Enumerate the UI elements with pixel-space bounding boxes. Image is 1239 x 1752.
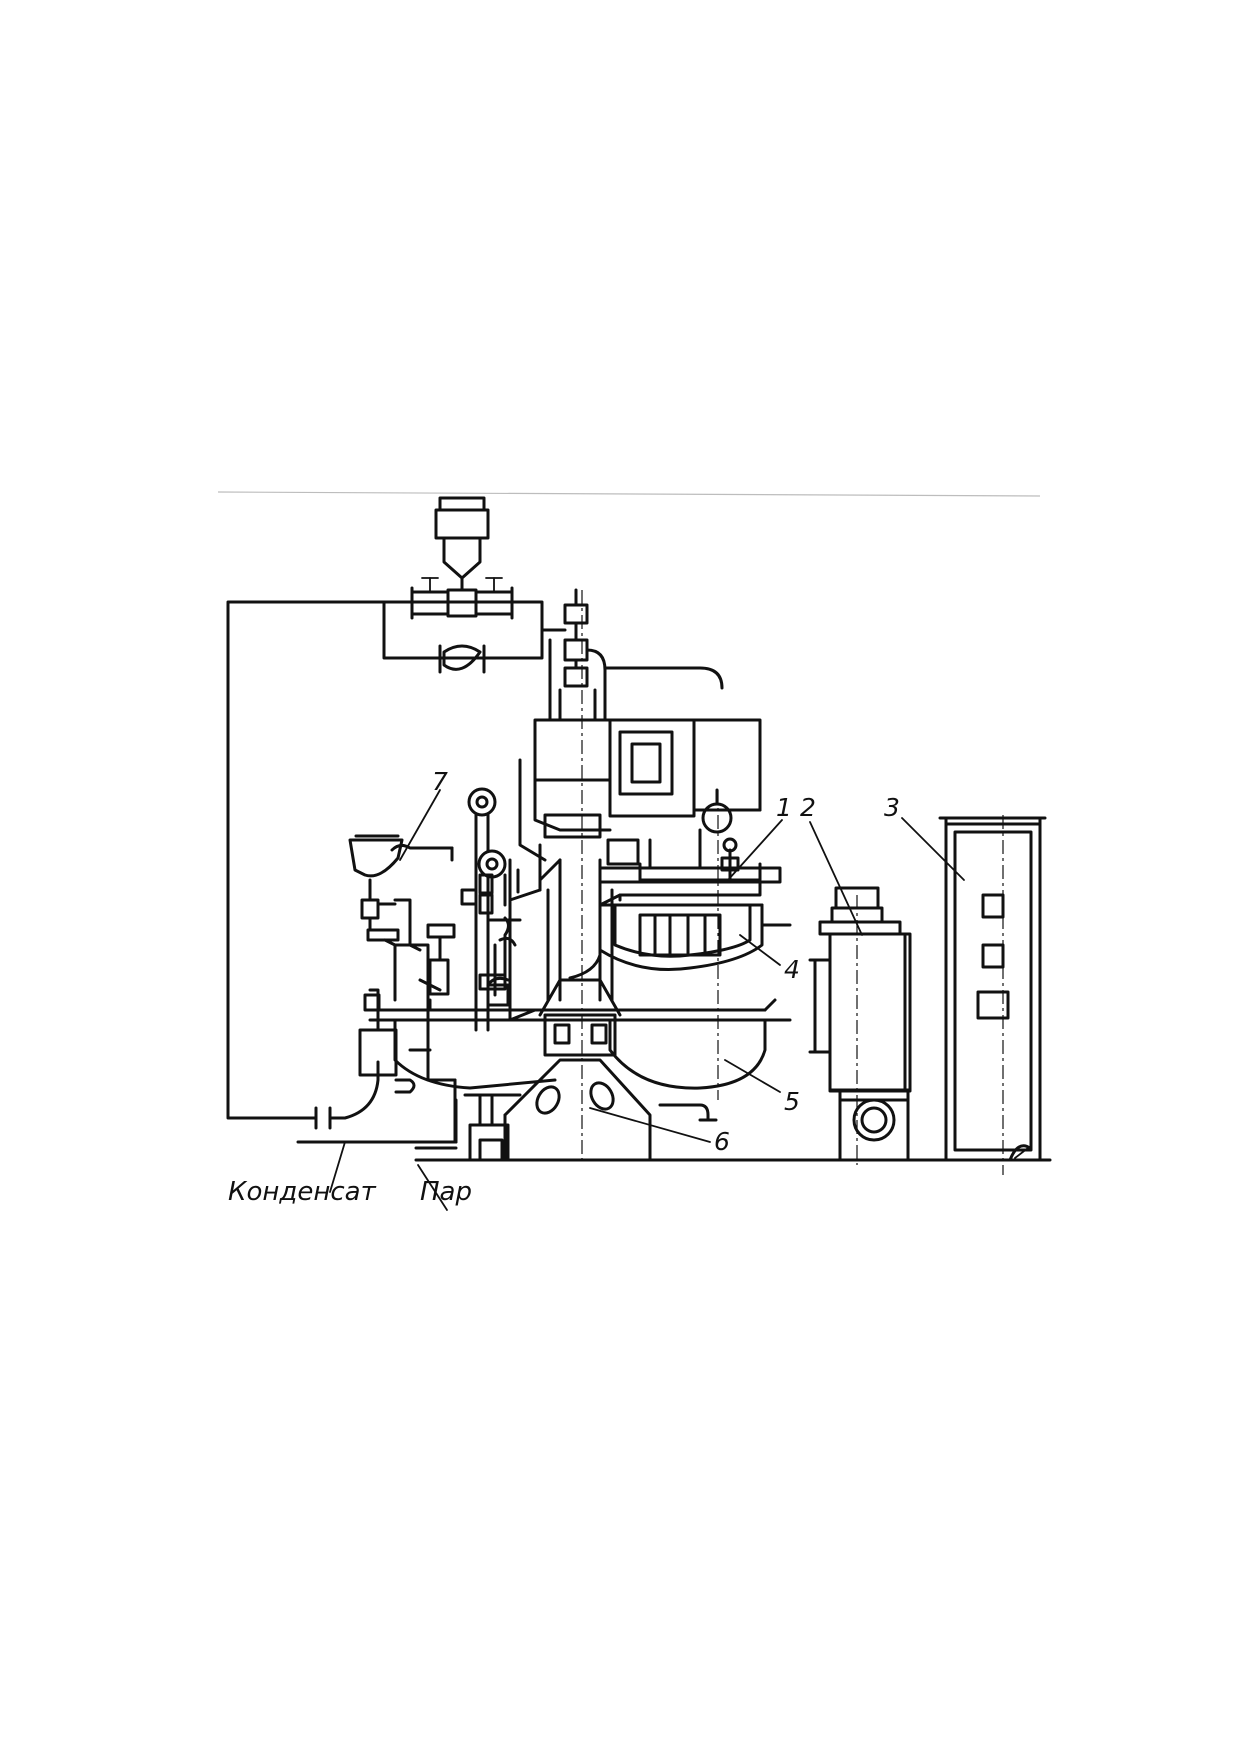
caption-condensate: Конденсат (228, 1177, 377, 1207)
base-6 (463, 1058, 718, 1162)
leader-2 (809, 821, 863, 936)
control-cabinet-3 (938, 816, 1047, 1162)
leader-condensate (329, 1141, 346, 1193)
top-valve-assembly (410, 496, 514, 674)
main-drum-5 (368, 978, 792, 1090)
label-2: 2 (800, 793, 816, 822)
label-6: 6 (714, 1127, 730, 1156)
label-4: 4 (784, 955, 800, 984)
gauge-column (460, 787, 522, 1032)
leader-4 (739, 934, 781, 966)
centrifuge-head (518, 718, 762, 892)
bowl-cover-1 (598, 828, 782, 907)
feed-pipe-fittings (540, 588, 724, 722)
label-7: 7 (432, 767, 448, 796)
label-5: 5 (784, 1087, 800, 1116)
leader-steam (417, 1164, 448, 1211)
bowl-basket-4 (568, 903, 792, 980)
label-3: 3 (884, 793, 900, 822)
leader-7 (399, 789, 441, 861)
leader-1 (727, 819, 783, 881)
ground-line (296, 1098, 1052, 1162)
piping-7 (348, 834, 457, 1144)
steam-loop (226, 600, 544, 1130)
leader-lines (329, 789, 965, 1211)
leader-5 (724, 1059, 781, 1093)
top-border-line (217, 491, 1041, 497)
leader-3 (901, 817, 965, 881)
leader-6 (589, 1107, 711, 1143)
caption-steam: Пар (420, 1177, 472, 1207)
filter-unit-2 (808, 886, 912, 1162)
label-1: 1 (776, 793, 792, 822)
